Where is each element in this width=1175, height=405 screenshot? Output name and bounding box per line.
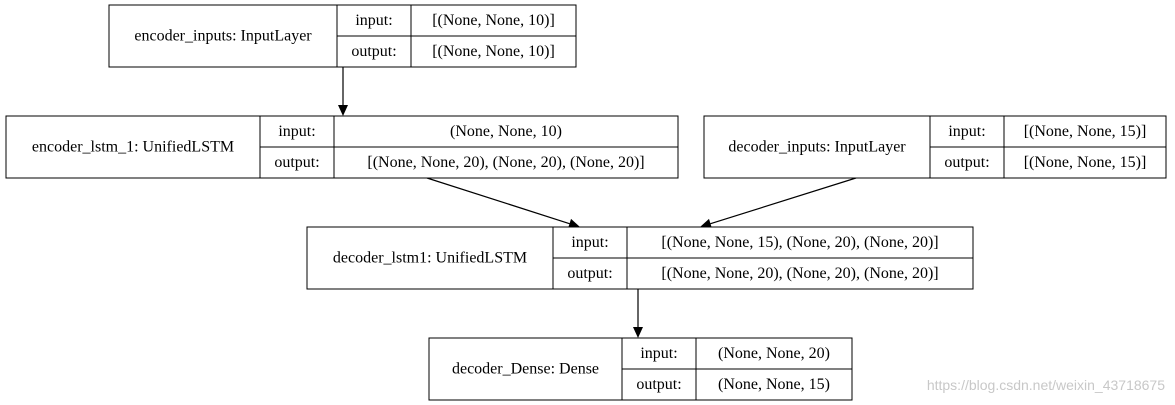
edge-decoder_inputs-to-decoder_lstm1 <box>700 177 857 229</box>
input-shape: (None, None, 10) <box>450 123 562 140</box>
output-label: output: <box>636 376 681 393</box>
input-value-cell <box>626 226 974 259</box>
layer-name: decoder_lstm1: UnifiedLSTM <box>333 250 527 267</box>
input-label-cell <box>621 337 697 370</box>
input-label: input: <box>278 123 315 140</box>
output-label-cell <box>259 146 335 179</box>
input-value-cell <box>1003 115 1167 148</box>
layer-name-cell <box>306 226 554 290</box>
output-label-cell <box>552 257 628 290</box>
input-label: input: <box>640 345 677 362</box>
layer-name-cell <box>703 115 931 179</box>
input-label: input: <box>571 234 608 251</box>
layer-node-decoder_Dense: decoder_Dense: Dense input: output: (None, … <box>428 337 853 401</box>
output-shape: [(None, None, 10)] <box>432 43 555 60</box>
output-shape: [(None, None, 15)] <box>1024 154 1147 171</box>
output-label-cell <box>621 368 697 401</box>
layer-node-encoder_lstm_1: encoder_lstm_1: UnifiedLSTM input: output:… <box>5 115 679 179</box>
output-shape: (None, None, 15) <box>718 376 830 393</box>
output-value-cell <box>410 35 577 68</box>
layer-name-cell <box>108 4 338 68</box>
watermark-text: https://blog.csdn.net/weixin_43718675 <box>926 377 1165 393</box>
output-shape: [(None, None, 20), (None, 20), (None, 20… <box>367 154 644 171</box>
output-label: output: <box>567 265 612 282</box>
arrowhead <box>700 218 712 229</box>
input-label: input: <box>948 123 985 140</box>
layer-node-decoder_inputs: decoder_inputs: InputLayer input: output: [… <box>703 115 1167 179</box>
input-label: input: <box>355 12 392 29</box>
edge-line <box>710 177 857 225</box>
output-value-cell <box>626 257 974 290</box>
input-label-cell <box>259 115 335 148</box>
output-value-cell <box>1003 146 1167 179</box>
edge-encoder_lstm_1-to-decoder_lstm1 <box>426 177 580 229</box>
layer-name-cell <box>5 115 261 179</box>
nodes: encoder_inputs: InputLayer input: output: [… <box>5 4 1167 401</box>
layer-node-decoder_lstm1: decoder_lstm1: UnifiedLSTM input: output: [… <box>306 226 974 290</box>
edge-line <box>426 177 570 225</box>
output-label-cell <box>336 35 412 68</box>
arrowhead <box>567 218 580 229</box>
input-shape: (None, None, 20) <box>718 345 830 362</box>
input-value-cell <box>333 115 679 148</box>
input-shape: [(None, None, 15)] <box>1024 123 1147 140</box>
input-shape: [(None, None, 10)] <box>432 12 555 29</box>
layer-name: decoder_Dense: Dense <box>452 361 599 378</box>
arrowhead <box>338 105 348 116</box>
output-label: output: <box>351 43 396 60</box>
output-value-cell <box>333 146 679 179</box>
input-label-cell <box>929 115 1005 148</box>
output-label: output: <box>944 154 989 171</box>
input-shape: [(None, None, 15), (None, 20), (None, 20… <box>661 234 938 251</box>
edge-encoder_inputs-to-encoder_lstm_1 <box>338 67 348 116</box>
layer-name: decoder_inputs: InputLayer <box>728 139 906 156</box>
output-label: output: <box>274 154 319 171</box>
layer-name: encoder_lstm_1: UnifiedLSTM <box>32 139 234 156</box>
output-value-cell <box>695 368 853 401</box>
arrowhead <box>633 327 643 338</box>
output-shape: [(None, None, 20), (None, 20), (None, 20… <box>661 265 938 282</box>
layer-node-encoder_inputs: encoder_inputs: InputLayer input: output: [… <box>108 4 577 68</box>
layer-name: encoder_inputs: InputLayer <box>134 28 312 45</box>
edges <box>338 67 857 338</box>
edge-decoder_lstm1-to-decoder_Dense <box>633 289 643 338</box>
input-label-cell <box>552 226 628 259</box>
